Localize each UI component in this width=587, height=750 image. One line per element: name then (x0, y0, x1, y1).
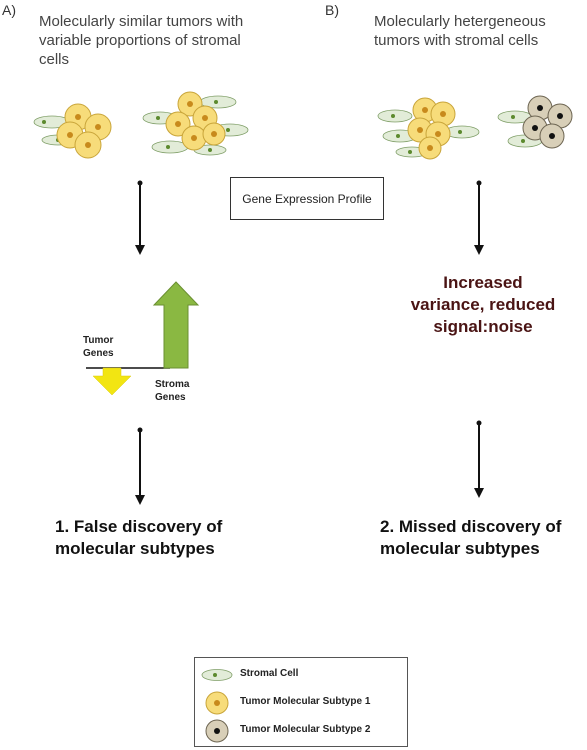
legend-item-stromal: Stromal Cell (195, 662, 407, 688)
tumor-genes-label: Tumor Genes (83, 335, 114, 359)
arrow-a-upper (135, 180, 145, 255)
tumor-subtype-1-icon (205, 691, 229, 715)
legend-label-subtype-1: Tumor Molecular Subtype 1 (240, 696, 371, 707)
arrow-b-upper (474, 180, 484, 255)
panel-b-title: Molecularly hetergeneous tumors with str… (374, 13, 546, 49)
gene-expression-profile-label: Gene Expression Profile (242, 191, 372, 206)
cell-cluster-b2 (497, 95, 573, 149)
cell-cluster-b1 (377, 97, 480, 160)
tumor-subtype-2-icon (205, 719, 229, 743)
legend-item-subtype-1: Tumor Molecular Subtype 1 (195, 690, 407, 716)
cell-cluster-a1 (33, 103, 112, 159)
legend-label-subtype-2: Tumor Molecular Subtype 2 (240, 724, 371, 735)
arrow-a-lower (135, 427, 145, 505)
variance-text: Increased variance, reduced signal:noise (410, 273, 556, 336)
panel-b-letter: B) (325, 2, 339, 18)
stroma-up-arrow (152, 281, 200, 369)
legend: Stromal Cell Tumor Molecular Subtype 1 T… (194, 657, 408, 747)
panel-b-result: 2. Missed discovery of molecular subtype… (380, 517, 562, 558)
tumor-down-arrow (92, 367, 132, 396)
panel-a-letter: A) (2, 2, 16, 18)
legend-item-subtype-2: Tumor Molecular Subtype 2 (195, 718, 407, 744)
gene-expression-profile-box: Gene Expression Profile (230, 177, 384, 220)
panel-a-result: 1. False discovery of molecular subtypes (55, 517, 223, 558)
cell-cluster-a2 (142, 91, 249, 156)
legend-label-stromal: Stromal Cell (240, 668, 299, 679)
stroma-genes-label: Stroma Genes (155, 379, 190, 403)
arrow-b-lower (474, 420, 484, 498)
panel-a-title: Molecularly similar tumors with variable… (39, 13, 244, 68)
stromal-cell-icon (201, 669, 233, 681)
